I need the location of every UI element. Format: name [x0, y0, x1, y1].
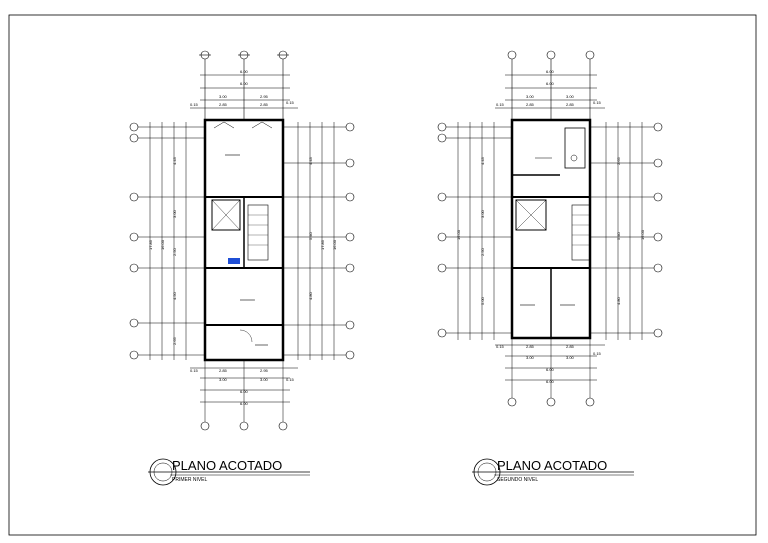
dim-label: 2.50	[480, 247, 485, 256]
title-block: PLANO ACOTADO SEGUNDO NIVEL	[472, 458, 634, 486]
dim-label: 17.85	[320, 239, 325, 250]
dim-label: 6.00	[546, 379, 555, 384]
dim-label: 3.00	[480, 209, 485, 218]
dim-label: 3.00	[219, 377, 228, 382]
dim-label: 2.50	[172, 247, 177, 256]
side-dimension-texts: 4.43 3.00 2.50 5.00 16.00 2.65 5.40 4.80…	[456, 156, 645, 305]
dim-label: 4.43	[480, 156, 485, 165]
dim-label: 3.00	[219, 94, 228, 99]
dim-label: 5.40	[616, 231, 621, 240]
dim-label: 2.85	[526, 102, 535, 107]
dim-label: 5.00	[480, 296, 485, 305]
dim-label: 3.00	[526, 355, 535, 360]
dim-label: 3.00	[260, 377, 269, 382]
plan-segundo-nivel: 6.00 6.00 3.00 3.00 0.15 2.85 2.85 0.15	[437, 50, 663, 486]
side-dimension-lines	[457, 122, 643, 340]
dim-label: 5.40	[308, 231, 313, 240]
dim-label: 6.00	[240, 401, 249, 406]
dim-label: 0.15	[496, 344, 505, 349]
floor-plan-walls	[203, 118, 285, 362]
top-dimension-lines	[495, 74, 605, 109]
dim-label: 0.15	[286, 377, 295, 382]
dim-label: 17.85	[148, 239, 153, 250]
dim-label: 6.00	[546, 81, 555, 86]
bottom-dimension-texts: 0.15 2.85 2.95 0.15 3.00 3.00 6.00 6.00	[190, 368, 295, 406]
dim-label: 6.00	[240, 69, 249, 74]
bottom-dimension-texts: 0.15 2.85 2.85 0.15 3.00 3.00 6.00 6.00	[496, 344, 602, 384]
accent-fixture	[228, 258, 240, 264]
dim-label: 2.85	[566, 102, 575, 107]
dim-label: 4.43	[308, 156, 313, 165]
dim-label: 4.80	[616, 296, 621, 305]
left-grid-axes	[129, 122, 205, 360]
side-dimension-lines	[149, 122, 335, 360]
sheet-border	[8, 14, 757, 536]
dim-label: 2.65	[616, 156, 621, 165]
dim-label: 0.15	[286, 100, 295, 105]
top-dimension-lines	[190, 74, 298, 109]
side-dimension-texts: 4.43 3.00 2.50 4.50 2.65 17.85 16.00 4.4…	[148, 156, 337, 345]
room-arrows	[520, 157, 575, 306]
top-dimension-texts: 6.00 6.00 3.00 2.95 0.15 2.85 2.85 0.15	[190, 69, 295, 107]
dim-label: 2.85	[260, 102, 269, 107]
dim-label: 3.00	[172, 209, 177, 218]
bottom-grid-axes	[507, 397, 595, 407]
title-block: PLANO ACOTADO PRIMER NIVEL	[148, 458, 310, 486]
plan-subtitle: PRIMER NIVEL	[172, 477, 208, 483]
dim-label: 2.85	[219, 368, 228, 373]
dim-label: 6.00	[546, 69, 555, 74]
dim-label: 16.00	[332, 239, 337, 250]
left-grid-axes	[437, 122, 512, 338]
top-grid-axes	[507, 50, 595, 120]
bottom-grid-axes	[200, 421, 288, 431]
bottom-dimension-lines	[190, 360, 298, 422]
dim-label: 6.00	[546, 367, 555, 372]
dim-label: 2.85	[566, 344, 575, 349]
dim-label: 2.85	[526, 344, 535, 349]
dim-label: 0.15	[190, 368, 199, 373]
dim-label: 16.00	[160, 239, 165, 250]
dim-label: 6.00	[240, 81, 249, 86]
dim-label: 0.15	[190, 102, 199, 107]
dim-label: 2.65	[172, 336, 177, 345]
dim-label: 16.00	[456, 229, 461, 240]
room-arrows	[225, 154, 268, 346]
dim-label: 3.00	[566, 94, 575, 99]
plan-primer-nivel: 6.00 6.00 3.00 2.95 0.15 2.85 2.85 0.15	[129, 50, 355, 486]
dim-label: 0.15	[593, 100, 602, 105]
dim-label: 4.80	[308, 291, 313, 300]
dim-label: 16.00	[640, 229, 645, 240]
dim-label: 3.00	[566, 355, 575, 360]
dim-label: 4.50	[172, 291, 177, 300]
dim-label: 0.15	[496, 102, 505, 107]
right-grid-axes	[590, 122, 663, 338]
dim-label: 2.95	[260, 94, 269, 99]
plan-title: PLANO ACOTADO	[172, 458, 282, 473]
bottom-dimension-lines	[495, 338, 605, 398]
dim-label: 0.15	[593, 351, 602, 356]
dim-label: 3.00	[526, 94, 535, 99]
top-grid-axes	[199, 50, 289, 120]
plan-title: PLANO ACOTADO	[497, 458, 607, 473]
plan-subtitle: SEGUNDO NIVEL	[497, 477, 538, 483]
dim-label: 6.00	[240, 389, 249, 394]
top-dimension-texts: 6.00 6.00 3.00 3.00 0.15 2.85 2.85 0.15	[496, 69, 602, 107]
dim-label: 4.43	[172, 156, 177, 165]
dim-label: 2.85	[219, 102, 228, 107]
right-grid-axes	[283, 122, 355, 360]
dim-label: 2.95	[260, 368, 269, 373]
